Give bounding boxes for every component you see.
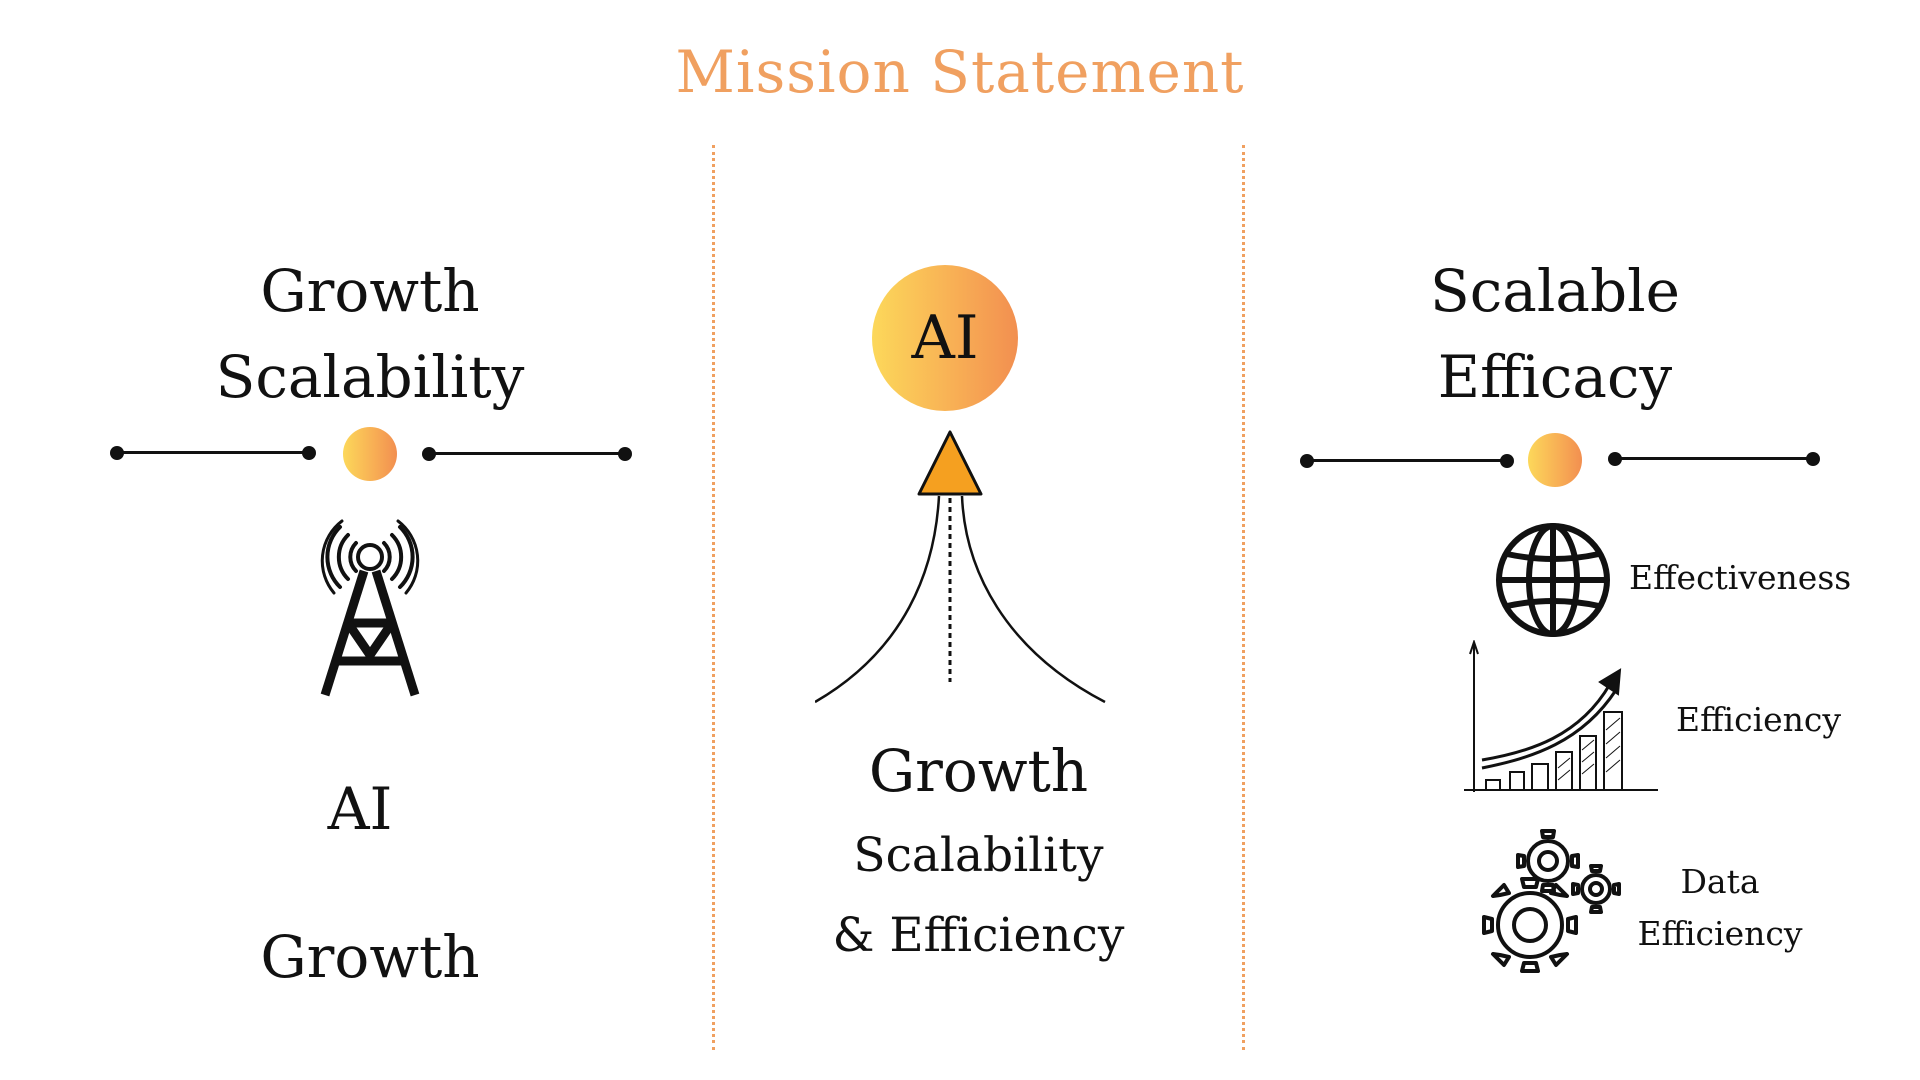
- connector-line: [117, 451, 309, 454]
- left-column: Growth Scalability: [0, 0, 712, 1080]
- connector-line: [429, 452, 625, 455]
- gears-icon: [1480, 825, 1630, 975]
- center-column: AI Growth Scalability & Efficiency: [715, 0, 1242, 1080]
- left-label-ai: AI: [327, 775, 393, 843]
- ai-orb: AI: [872, 265, 1018, 411]
- left-heading-scalability: Scalability: [215, 343, 525, 411]
- item-data-efficiency-label: Efficiency: [1637, 914, 1803, 953]
- connector-end-dot: [618, 447, 632, 461]
- connector-end-dot: [1806, 452, 1820, 466]
- connector-line: [1615, 457, 1813, 460]
- item-data-label: Data: [1680, 862, 1760, 901]
- ai-orb-label: AI: [911, 303, 979, 373]
- radio-tower-icon: [310, 515, 430, 700]
- connector-line: [1307, 459, 1507, 462]
- right-column: Scalable Efficacy Effectiveness: [1245, 0, 1920, 1080]
- center-heading-growth: Growth: [868, 737, 1089, 805]
- growth-chart-icon: [1460, 640, 1660, 800]
- column-divider-right: [1242, 145, 1245, 1050]
- arrow-up-road-icon: [815, 430, 1115, 705]
- column-divider-left: [712, 145, 715, 1050]
- page-title: Mission Statement: [675, 38, 1245, 106]
- connector-end-dot: [1500, 454, 1514, 468]
- right-heading-efficacy: Efficacy: [1437, 343, 1673, 411]
- left-heading-growth: Growth: [260, 257, 480, 325]
- orb-dot: [1528, 433, 1582, 487]
- left-label-growth: Growth: [260, 923, 480, 991]
- item-effectiveness-label: Effectiveness: [1629, 558, 1852, 597]
- right-heading-scalable: Scalable: [1430, 257, 1680, 325]
- center-line-efficiency: & Efficiency: [832, 908, 1125, 963]
- orb-dot: [343, 427, 397, 481]
- item-efficiency-label: Efficiency: [1676, 700, 1842, 739]
- connector-end-dot: [302, 446, 316, 460]
- center-line-scalability: Scalability: [853, 828, 1104, 883]
- globe-icon: [1493, 520, 1613, 640]
